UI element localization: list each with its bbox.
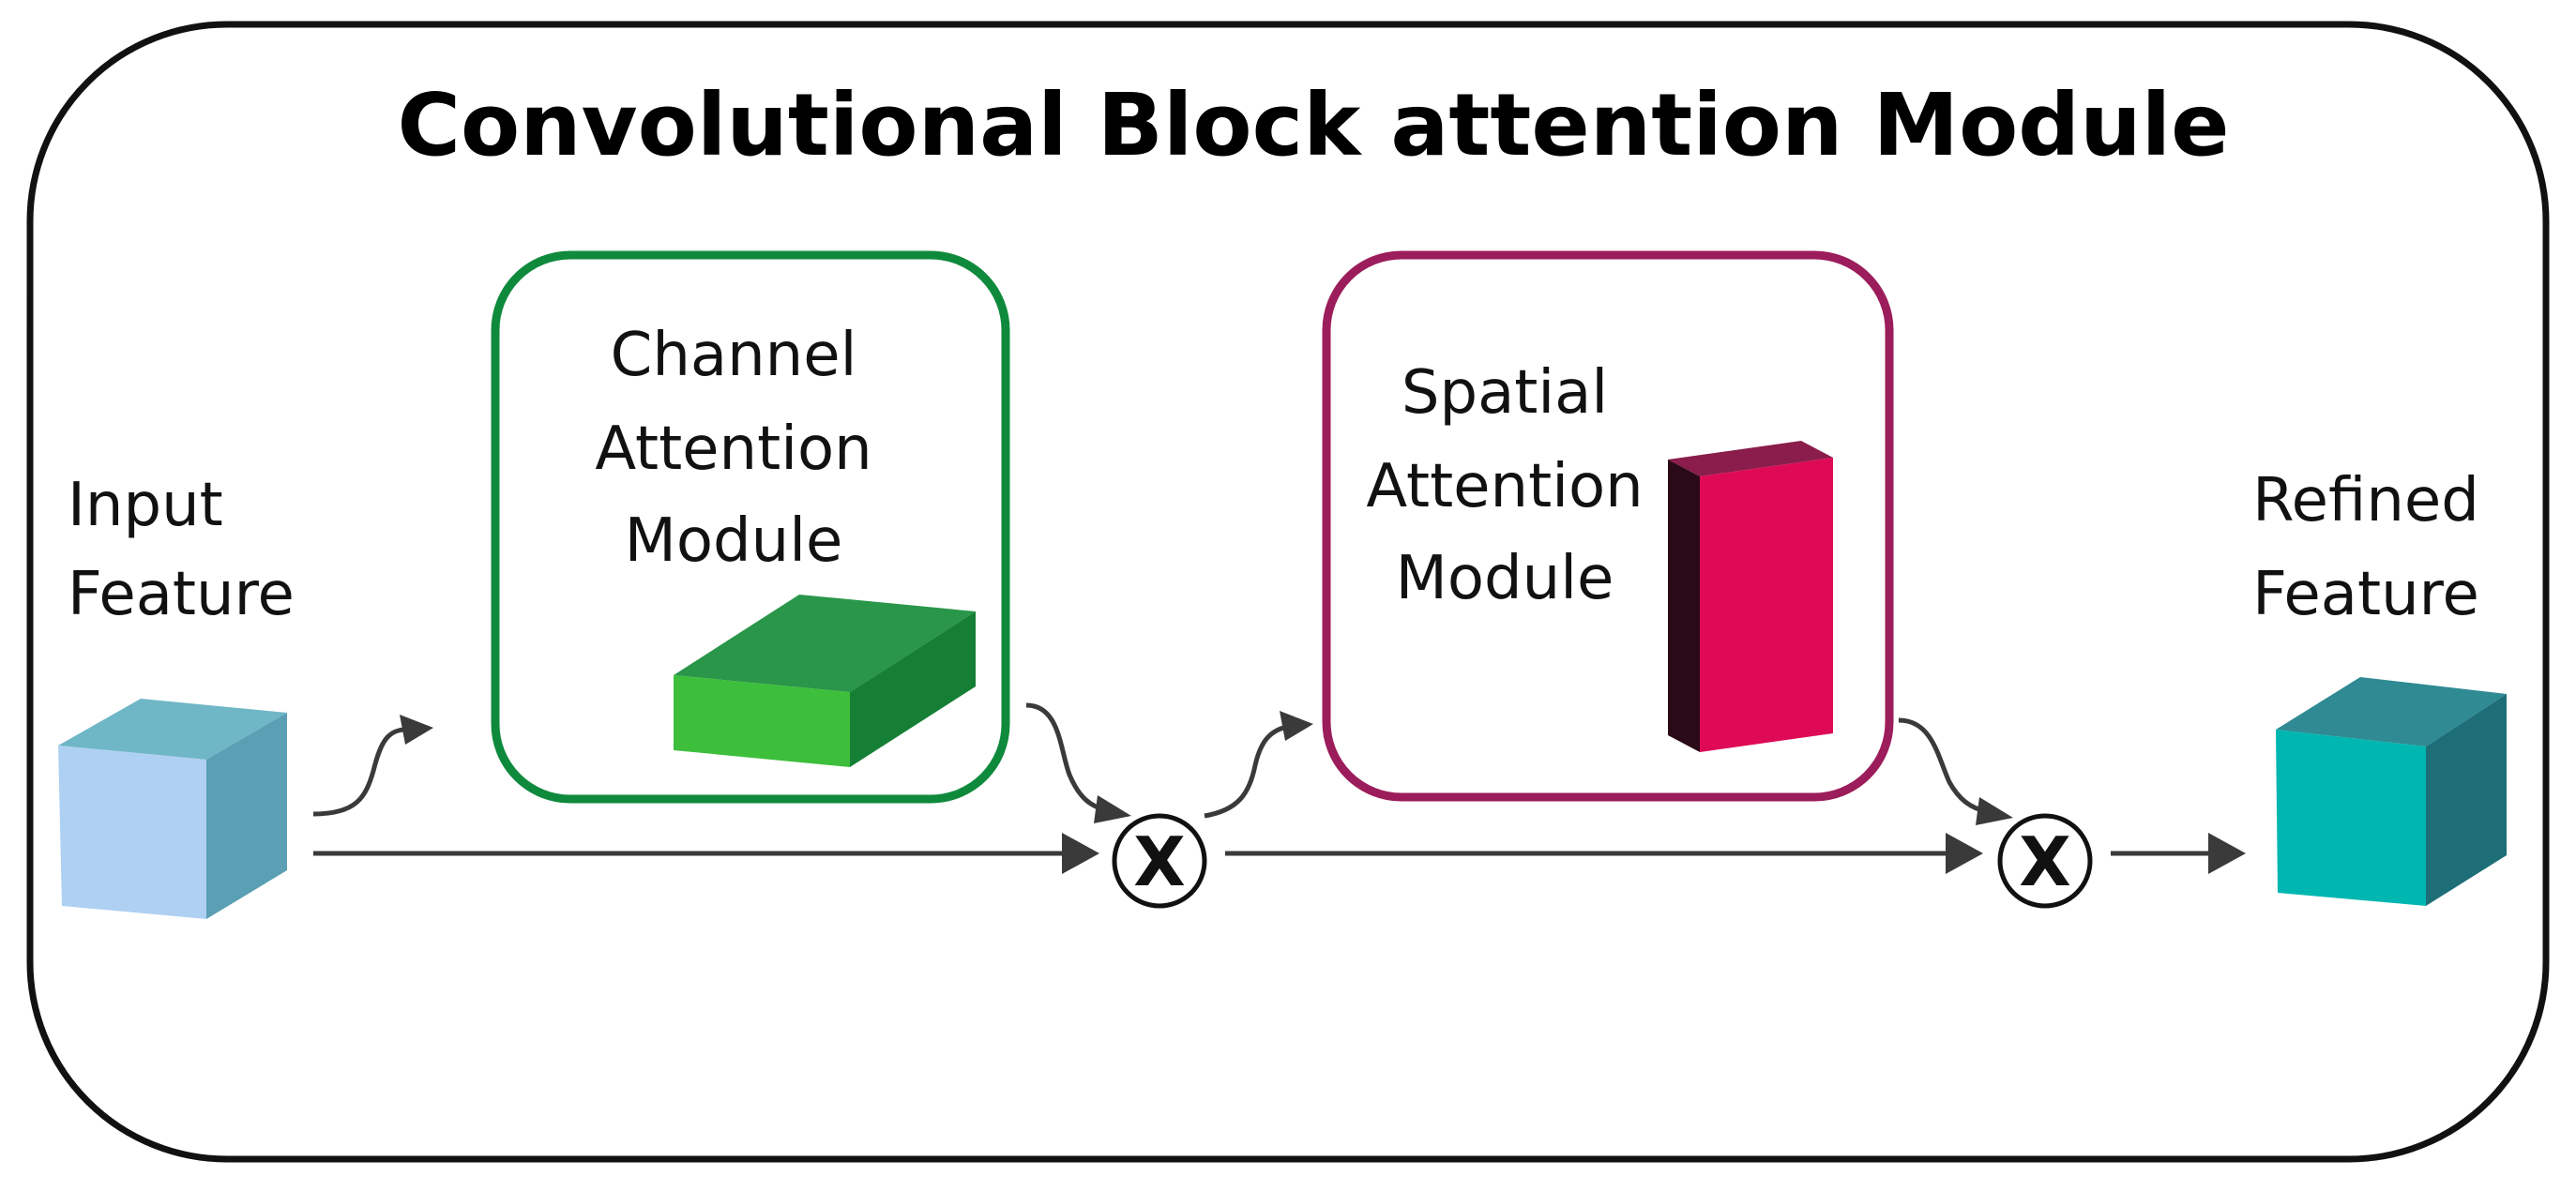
input-cube-top	[58, 699, 287, 760]
main-flow-arrowheads	[1062, 833, 2246, 874]
spatial-block-side	[1668, 460, 1700, 752]
spatial-module-label-line3: Module	[1396, 544, 1614, 613]
refined-feature-label-line2: Feature	[2252, 560, 2479, 629]
channel-attention-block	[674, 595, 976, 767]
branch-arrows	[312, 702, 1990, 819]
arrowhead-2	[1946, 833, 1983, 874]
branch-arrowhead-2	[1094, 795, 1131, 823]
input-feature-label-line1: Input	[68, 471, 223, 540]
multiply-circle-1	[1112, 813, 1207, 909]
multiply-node-1: X	[1112, 813, 1207, 909]
channel-module-label-line1: Channel	[611, 321, 857, 390]
multiply-symbol-1: X	[1133, 822, 1186, 901]
spatial-block-front	[1700, 458, 1833, 752]
outer-frame	[26, 21, 2550, 1163]
channel-block-front	[674, 675, 850, 767]
spatial-attention-block	[1668, 441, 1833, 752]
refined-cube-side	[2426, 694, 2507, 906]
multiply-node-2: X	[1997, 813, 2093, 909]
curve-spatial-to-multiply-2	[1898, 717, 1990, 815]
branch-arrowheads	[400, 711, 2013, 825]
input-feature-label-line2: Feature	[68, 560, 295, 629]
arrowhead-1	[1062, 833, 1099, 874]
curve-input-to-channel	[312, 727, 412, 817]
channel-module-label-line3: Module	[625, 506, 843, 576]
multiply-symbol-2: X	[2019, 822, 2071, 901]
refined-cube-top	[2276, 677, 2507, 746]
channel-block-side	[850, 611, 976, 767]
input-cube-side	[206, 713, 287, 919]
multiply-circle-2	[1997, 813, 2093, 909]
channel-module-label-line2: Attention	[595, 415, 871, 484]
diagram-title: Convolutional Block attention Module	[397, 75, 2229, 175]
input-cube-front	[58, 746, 206, 919]
arrowhead-3	[2208, 833, 2246, 874]
spatial-block-top	[1668, 441, 1833, 476]
input-feature-cube	[58, 699, 287, 919]
refined-feature-cube	[2276, 677, 2507, 906]
refined-feature-label-line1: Refined	[2252, 466, 2479, 535]
branch-arrowhead-1	[400, 715, 433, 745]
branch-arrowhead-3	[1280, 711, 1313, 741]
spatial-module-label-line2: Attention	[1366, 452, 1643, 521]
channel-block-top	[674, 595, 976, 692]
refined-cube-front	[2276, 730, 2426, 906]
curve-channel-to-multiply-1	[1025, 702, 1108, 813]
branch-arrowhead-4	[1976, 797, 2013, 825]
spatial-module-label-line1: Spatial	[1402, 358, 1608, 428]
curve-multiply-1-to-spatial	[1204, 723, 1292, 819]
